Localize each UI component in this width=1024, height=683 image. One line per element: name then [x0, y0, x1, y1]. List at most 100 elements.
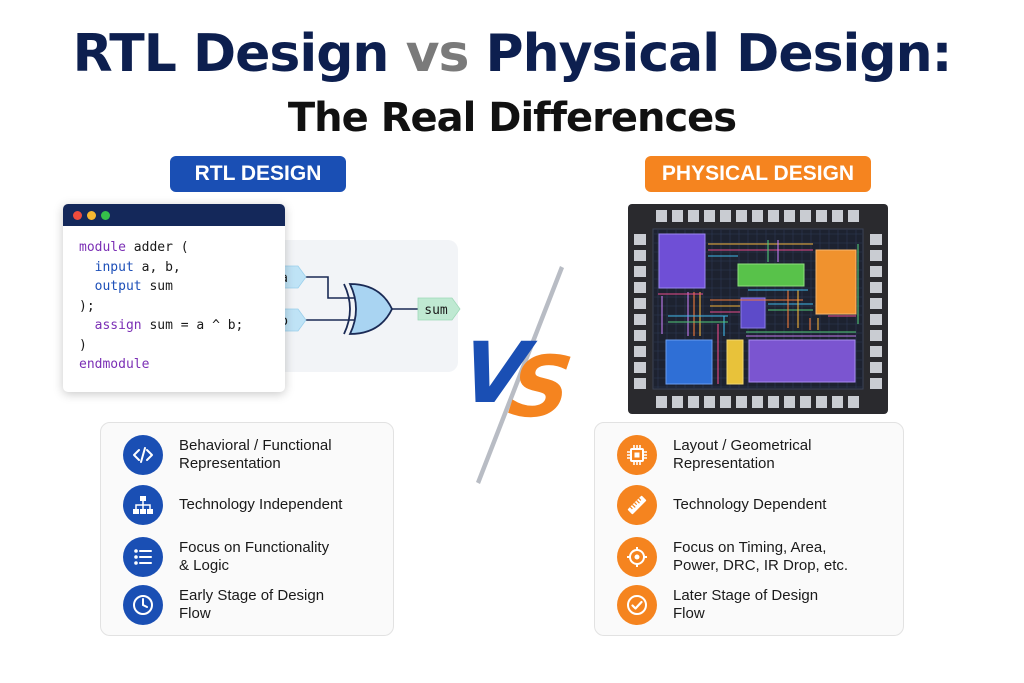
rtl-design-heading: RTL DESIGN: [170, 156, 346, 192]
feature-label: Focus on Functionality& Logic: [179, 539, 330, 574]
io-pad: [870, 330, 882, 341]
vs-badge: V S: [468, 266, 578, 484]
io-pad: [634, 378, 646, 389]
io-pad: [634, 234, 646, 245]
chip-block-purple-2: [740, 297, 766, 329]
io-pad: [634, 282, 646, 293]
maximize-dot-icon: [101, 211, 110, 220]
io-pad: [736, 210, 747, 222]
physical-feature-tech-dependent: Technology Dependent: [617, 483, 893, 527]
io-pad: [870, 314, 882, 325]
io-pad: [870, 282, 882, 293]
io-pad: [720, 396, 731, 408]
subtitle: The Real Differences: [287, 95, 737, 141]
io-pad: [784, 210, 795, 222]
io-pad: [848, 396, 859, 408]
io-pad: [784, 396, 795, 408]
code-line: module adder (: [79, 240, 189, 255]
main-title: RTL Design vs Physical Design:: [0, 22, 1024, 86]
io-pad: [704, 396, 715, 408]
feature-label: Focus on Timing, Area,Power, DRC, IR Dro…: [673, 539, 849, 574]
io-pad: [752, 396, 763, 408]
code-line: assign sum = a ^ b;: [94, 318, 244, 333]
chip-block-orange: [815, 249, 857, 315]
io-pad: [870, 346, 882, 357]
io-pad: [800, 210, 811, 222]
io-pad: [870, 298, 882, 309]
io-pad: [832, 396, 843, 408]
clock-icon: [123, 585, 163, 625]
io-pad: [634, 314, 646, 325]
io-pad: [870, 250, 882, 261]
output-sum-tag: [417, 297, 461, 321]
window-titlebar: [63, 204, 285, 226]
title-rtl-design: RTL Design: [72, 24, 390, 84]
title-physical-design: Physical Design:: [485, 24, 953, 84]
io-pad: [672, 210, 683, 222]
io-pad: [800, 396, 811, 408]
verilog-code: module adder ( input a, b, output sum); …: [63, 226, 285, 375]
chip-block-yellow: [726, 339, 744, 385]
minimize-dot-icon: [87, 211, 96, 220]
xor-gate-body: [348, 283, 393, 335]
io-pad: [720, 210, 731, 222]
io-pad: [870, 234, 882, 245]
code-line: output sum: [94, 279, 173, 294]
io-pad: [752, 210, 763, 222]
close-dot-icon: [73, 211, 82, 220]
io-pad: [768, 210, 779, 222]
io-pad: [816, 210, 827, 222]
chip-icon: [617, 435, 657, 475]
physical-design-heading: PHYSICAL DESIGN: [645, 156, 871, 192]
output-sum-label: sum: [424, 303, 448, 318]
io-pad: [634, 298, 646, 309]
io-pad: [768, 396, 779, 408]
io-pad: [688, 210, 699, 222]
vs-slash: [476, 266, 564, 484]
chip-block-purple-3: [748, 339, 856, 383]
io-pad: [704, 210, 715, 222]
rtl-feature-tech-independent: Technology Independent: [123, 483, 389, 527]
code-line: );: [79, 298, 95, 314]
list-icon: [123, 537, 163, 577]
io-pad: [634, 266, 646, 277]
io-pad: [656, 396, 667, 408]
chip-block-green: [737, 263, 805, 287]
rtl-feature-functionality: Focus on Functionality& Logic: [123, 535, 389, 579]
chip-wires: [658, 240, 859, 384]
chip-block-purple-1: [658, 233, 706, 289]
chip-io-pads: [634, 210, 882, 408]
chip-block-blue: [665, 339, 713, 385]
io-pad: [634, 346, 646, 357]
io-pad: [870, 362, 882, 373]
vs-letter-s: S: [504, 338, 578, 436]
io-pad: [634, 250, 646, 261]
io-pad: [870, 378, 882, 389]
io-pad: [816, 396, 827, 408]
target-icon: [617, 537, 657, 577]
chip-layout-graphic: [628, 204, 888, 414]
io-pad: [672, 396, 683, 408]
io-pad: [848, 210, 859, 222]
check-circle-icon: [617, 585, 657, 625]
code-editor-window: module adder ( input a, b, output sum); …: [63, 204, 285, 392]
code-line: ): [79, 337, 87, 353]
code-icon: [123, 435, 163, 475]
hierarchy-icon: [123, 485, 163, 525]
feature-label: Technology Independent: [179, 496, 343, 513]
io-pad: [634, 330, 646, 341]
ruler-icon: [617, 485, 657, 525]
physical-feature-focus: Focus on Timing, Area,Power, DRC, IR Dro…: [617, 535, 893, 579]
io-pad: [634, 362, 646, 373]
io-pad: [688, 396, 699, 408]
feature-label: Technology Dependent: [673, 496, 827, 513]
io-pad: [656, 210, 667, 222]
